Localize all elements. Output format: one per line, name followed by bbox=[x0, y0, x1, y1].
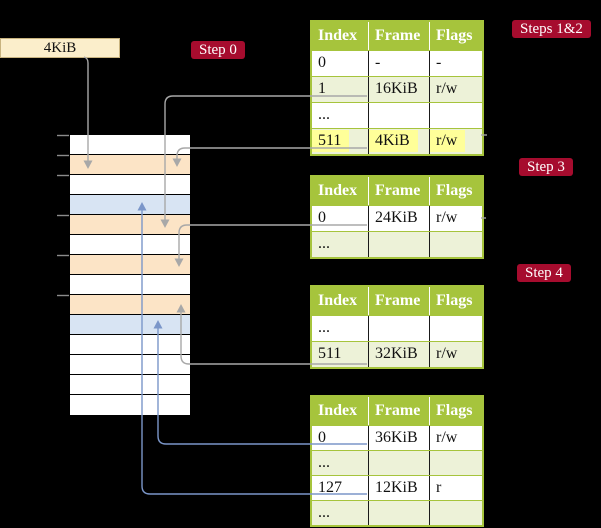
table-cell bbox=[369, 232, 430, 257]
header-cell-frame: Frame bbox=[369, 177, 430, 205]
table-cell bbox=[430, 232, 482, 257]
memory-row-1-pagetable bbox=[70, 155, 190, 175]
table-cell: r bbox=[436, 479, 442, 496]
step-label-0: Step 0 bbox=[191, 41, 245, 59]
table-cell: 12KiB bbox=[369, 476, 430, 500]
memory-row-2-plain bbox=[70, 175, 190, 195]
memory-row-12-plain bbox=[70, 375, 190, 395]
header-cell-flags: Flags bbox=[436, 27, 473, 44]
table-cell: ... bbox=[312, 316, 369, 341]
memory-row-13-plain bbox=[70, 395, 190, 415]
header-cell-frame: Frame bbox=[369, 397, 430, 425]
highlighted-value: 511 bbox=[312, 130, 350, 152]
table-cell: 4KiB bbox=[369, 129, 430, 154]
physical-memory-stack bbox=[70, 135, 190, 415]
memory-row-8-pagetable bbox=[70, 295, 190, 315]
table-cell: r/w bbox=[436, 80, 458, 97]
header-cell-flags: Flags bbox=[436, 182, 473, 199]
table-cell: 0 bbox=[312, 51, 369, 76]
header-cell-frame: Frame bbox=[369, 287, 430, 315]
table-cell bbox=[430, 501, 482, 525]
step-label-3: Step 3 bbox=[519, 158, 573, 176]
step-label-1-2: Steps 1&2 bbox=[512, 20, 591, 38]
table-cell bbox=[369, 501, 430, 525]
table-cell: 36KiB bbox=[369, 426, 430, 450]
memory-row-3-data bbox=[70, 195, 190, 215]
table-cell: r/w bbox=[436, 345, 458, 362]
table-cell: ... bbox=[312, 103, 369, 128]
table-row-ellipsis: ... bbox=[312, 500, 482, 525]
table-cell: ... bbox=[312, 232, 369, 257]
table-cell bbox=[369, 451, 430, 475]
table-row-ellipsis: ... bbox=[312, 231, 482, 257]
highlighted-value: r/w bbox=[430, 130, 466, 152]
memory-row-5-plain bbox=[70, 235, 190, 255]
table-row-ellipsis: ... bbox=[312, 315, 482, 341]
memory-row-6-pagetable bbox=[70, 255, 190, 275]
memory-row-11-plain bbox=[70, 355, 190, 375]
memory-tick-marks bbox=[57, 134, 69, 297]
header-cell-frame: Frame bbox=[369, 22, 430, 50]
step-label-4: Step 4 bbox=[517, 264, 571, 282]
table-cell bbox=[430, 316, 482, 341]
table-cell: 24KiB bbox=[369, 206, 430, 231]
table-cell: r/w bbox=[436, 429, 458, 446]
table-row-ellipsis: ... bbox=[312, 450, 482, 475]
memory-row-0-plain bbox=[70, 135, 190, 155]
memory-row-9-data bbox=[70, 315, 190, 335]
highlighted-value: 4KiB bbox=[369, 130, 418, 152]
table-cell: - bbox=[369, 51, 430, 76]
memory-row-10-plain bbox=[70, 335, 190, 355]
table-cell: 0 bbox=[312, 206, 369, 231]
header-cell-index: Index bbox=[312, 177, 369, 205]
table-cell: 0 bbox=[312, 426, 369, 450]
header-cell-index: Index bbox=[312, 397, 369, 425]
table-cell: 511 bbox=[312, 342, 369, 367]
table-cell bbox=[369, 316, 430, 341]
table-cell: ... bbox=[312, 451, 369, 475]
table-cell: ... bbox=[312, 501, 369, 525]
table-cell: 511 bbox=[312, 129, 369, 154]
table-cell: 32KiB bbox=[369, 342, 430, 367]
header-cell-index: Index bbox=[312, 22, 369, 50]
header-cell-index: Index bbox=[312, 287, 369, 315]
memory-row-4-pagetable bbox=[70, 215, 190, 235]
table-row-511: 511 4KiB r/w bbox=[312, 128, 482, 154]
table-cell: r/w bbox=[436, 209, 458, 226]
table-cell: 127 bbox=[312, 476, 369, 500]
table-cell bbox=[430, 451, 482, 475]
table-cell: 16KiB bbox=[369, 77, 430, 102]
memory-row-7-plain bbox=[70, 275, 190, 295]
header-cell-flags: Flags bbox=[436, 292, 473, 309]
table-row-0: 0-- bbox=[312, 50, 482, 76]
table-cell: - bbox=[436, 54, 442, 71]
table-cell: 1 bbox=[312, 77, 369, 102]
table-cell: r/w bbox=[430, 129, 482, 154]
table-cell bbox=[430, 103, 482, 128]
table-row-ellipsis: ... bbox=[312, 102, 482, 128]
header-cell-flags: Flags bbox=[436, 402, 473, 419]
table-cell bbox=[369, 103, 430, 128]
frame-size-label: 4KiB bbox=[0, 38, 120, 58]
